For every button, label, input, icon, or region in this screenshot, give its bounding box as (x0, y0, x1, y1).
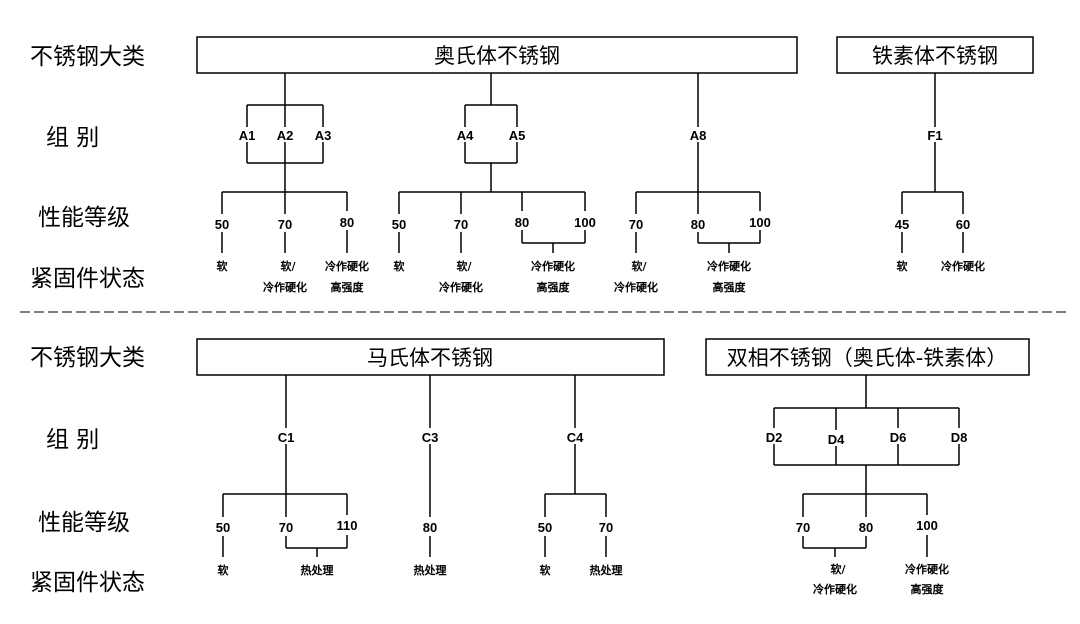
martensitic-box (196, 338, 665, 376)
row-label-group-bottom: 组 别 (46, 427, 99, 453)
group-duplex-connector (773, 375, 960, 557)
grade-d-80: 80 (859, 520, 873, 535)
grade-a8-70: 70 (629, 217, 643, 232)
austenitic-box (196, 36, 798, 74)
grade-f-60: 60 (956, 217, 970, 232)
group-a3: A3 (315, 128, 332, 143)
state-c4-heat: 热处理 (590, 563, 623, 577)
grade-a8-80: 80 (691, 217, 705, 232)
martensitic-title: 马氏体不锈钢 (367, 346, 493, 370)
group-a1-a3-connector (221, 73, 348, 253)
state-f-cold: 冷作硬化 (941, 259, 985, 273)
ferritic-box (836, 36, 1034, 74)
state-cold-line: 冷作硬化 (614, 280, 658, 294)
group-d8: D8 (951, 430, 968, 445)
grade-a45-50: 50 (392, 217, 406, 232)
group-c4-connector (544, 375, 607, 557)
group-d4: D4 (828, 432, 845, 447)
grade-a-80: 80 (340, 215, 354, 230)
austenitic-title: 奥氏体不锈钢 (434, 44, 560, 68)
state-soft: 软 (217, 259, 229, 273)
grade-a45-70: 70 (454, 217, 468, 232)
group-f1: F1 (927, 128, 942, 143)
group-a2: A2 (277, 128, 294, 143)
group-a4-a5-connector (398, 73, 586, 253)
state-c4-soft: 软 (540, 563, 552, 577)
group-a8-connector (635, 73, 761, 253)
state-d-soft-cold: 软/ (830, 562, 846, 576)
grade-d-70: 70 (796, 520, 810, 535)
group-f1-connector (901, 73, 964, 253)
state-cold-line: 冷作硬化 (439, 280, 483, 294)
row-label-grade-top: 性能等级 (38, 205, 130, 231)
group-c1-connector (222, 375, 348, 557)
grade-c3-80: 80 (423, 520, 437, 535)
group-a5: A5 (509, 128, 526, 143)
state-cold: 冷作硬化 (531, 259, 575, 273)
grade-c4-70: 70 (599, 520, 613, 535)
state-c1-heat: 热处理 (301, 563, 334, 577)
row-label-category-top: 不锈钢大类 (30, 44, 145, 70)
grade-a45-80: 80 (515, 215, 529, 230)
grade-a8-100: 100 (749, 215, 771, 230)
group-a4: A4 (457, 128, 474, 143)
row-label-group-top: 组 别 (46, 125, 99, 151)
row-label-category-bottom: 不锈钢大类 (30, 345, 145, 371)
state-high: 高强度 (331, 280, 365, 294)
duplex-title: 双相不锈钢（奥氏体-铁素体） (727, 346, 1008, 370)
state-d-cold: 冷作硬化 (905, 562, 949, 576)
group-d2: D2 (766, 430, 783, 445)
state-cold-line: 冷作硬化 (263, 280, 307, 294)
grade-c1-70: 70 (279, 520, 293, 535)
state-soft-cold: 软/ (280, 259, 296, 273)
group-d6: D6 (890, 430, 907, 445)
state-high: 高强度 (537, 280, 571, 294)
state-soft-cold: 软/ (456, 259, 472, 273)
ferritic-title: 铁素体不锈钢 (872, 44, 998, 68)
state-c3-heat: 热处理 (414, 563, 447, 577)
grade-a-70: 70 (278, 217, 292, 232)
state-high: 高强度 (713, 280, 747, 294)
row-label-state-bottom: 紧固件状态 (30, 570, 145, 596)
group-a8: A8 (690, 128, 707, 143)
grade-a-50: 50 (215, 217, 229, 232)
state-cold: 冷作硬化 (707, 259, 751, 273)
grade-c4-50: 50 (538, 520, 552, 535)
grade-d-100: 100 (916, 518, 938, 533)
state-c1-soft: 软 (218, 563, 230, 577)
state-d-high: 高强度 (911, 582, 945, 596)
row-label-grade-bottom: 性能等级 (38, 510, 130, 536)
row-label-state-top: 紧固件状态 (30, 266, 145, 292)
group-a1: A1 (239, 128, 256, 143)
state-cold: 冷作硬化 (325, 259, 369, 273)
state-f-soft: 软 (897, 259, 909, 273)
duplex-box (705, 338, 1030, 376)
grade-c1-50: 50 (216, 520, 230, 535)
grade-f-45: 45 (895, 217, 909, 232)
group-c3: C3 (422, 430, 439, 445)
group-c4: C4 (567, 430, 584, 445)
state-d-cold-line: 冷作硬化 (813, 582, 857, 596)
state-soft: 软 (394, 259, 406, 273)
grade-c1-110: 110 (337, 518, 358, 533)
grade-a45-100: 100 (574, 215, 596, 230)
state-soft-cold: 软/ (631, 259, 647, 273)
group-c1: C1 (278, 430, 295, 445)
